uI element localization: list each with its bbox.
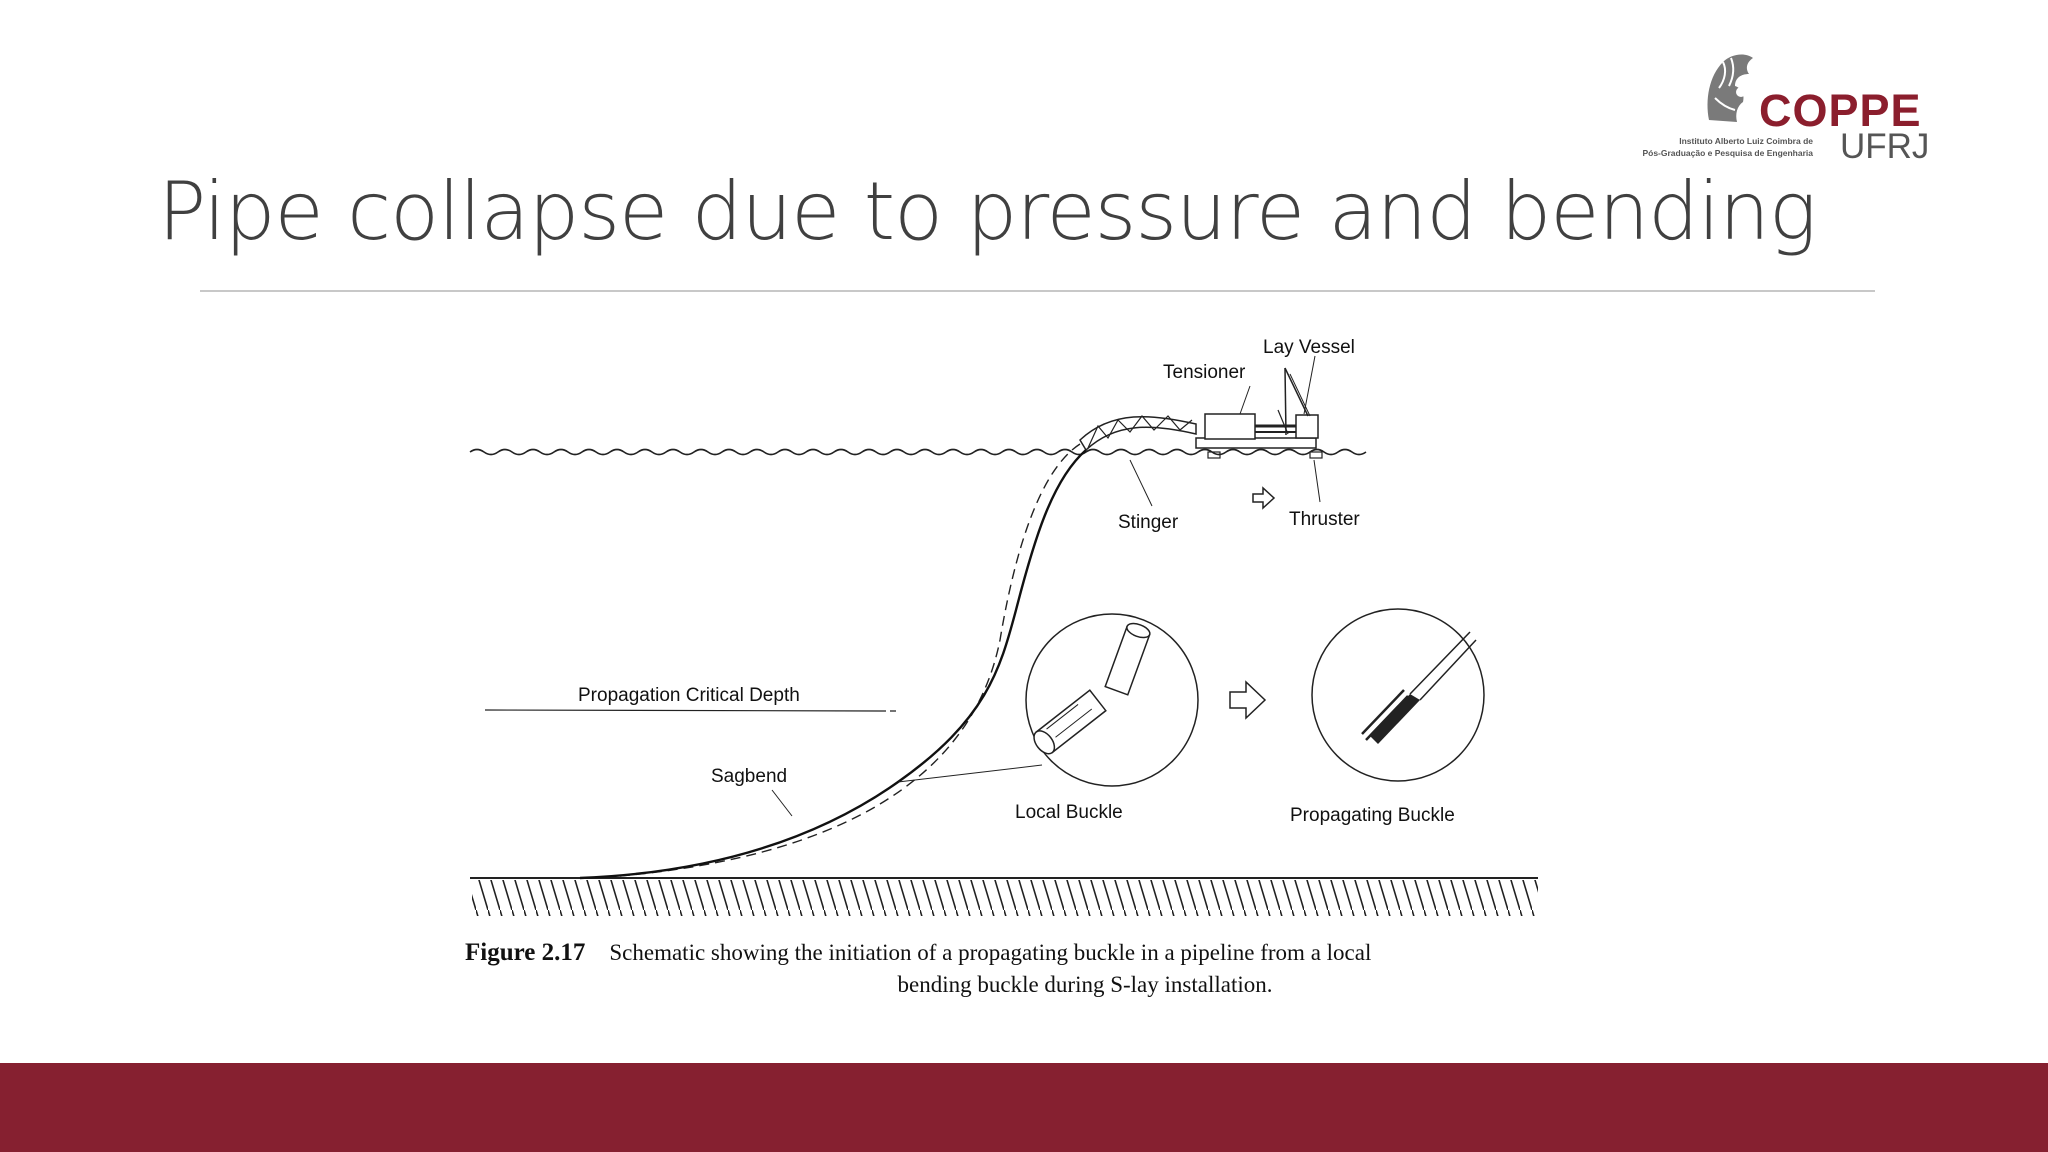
sagbend-leader [771, 789, 793, 817]
logo-wordmark: COPPE [1759, 85, 1922, 136]
logo-subtitle-line1: Instituto Alberto Luiz Coimbra de [1679, 136, 1813, 146]
direction-arrow-icon [1252, 486, 1276, 510]
water-surface [469, 448, 1367, 456]
stinger-trusses [1087, 415, 1193, 449]
logo-subtitle-line2: Pós-Graduação e Pesquisa de Engenharia [1642, 148, 1813, 158]
coppe-logo: COPPE Instituto Alberto Luiz Coimbra de … [1642, 48, 1929, 168]
label-propagating-buckle: Propagating Buckle [1290, 805, 1455, 826]
label-propagation-critical-depth: Propagation Critical Depth [578, 685, 800, 706]
label-lay-vessel: Lay Vessel [1263, 337, 1355, 358]
figure-caption: Figure 2.17 Schematic showing the initiat… [465, 940, 1545, 996]
label-sagbend: Sagbend [711, 766, 787, 787]
s-lay-diagram: Lay Vessel Tensioner Stinger Thruster Pr… [440, 310, 1580, 945]
label-thruster: Thruster [1289, 509, 1360, 530]
dashed-pipe-profile [619, 443, 1081, 877]
transition-arrow-icon [1229, 680, 1267, 720]
stinger-leader [1129, 459, 1153, 507]
thruster-leader [1313, 459, 1321, 503]
local-buckle-inset [1025, 613, 1199, 787]
caption-text-line1: Schematic showing the initiation of a pr… [609, 940, 1372, 965]
logo-university: UFRJ [1840, 127, 1930, 166]
local-buckle-leader [897, 764, 1043, 783]
slide-title: Pipe collapse due to pressure and bendin… [158, 165, 1817, 258]
label-tensioner: Tensioner [1163, 362, 1246, 383]
caption-text-line2: bending buckle during S-lay installation… [897, 972, 1273, 997]
footer-bar [0, 1063, 2048, 1152]
caption-label: Figure 2.17 [465, 939, 586, 966]
pipeline [579, 449, 1087, 880]
label-local-buckle: Local Buckle [1015, 802, 1123, 823]
title-divider [200, 290, 1875, 292]
seabed-hatching [472, 880, 1538, 916]
tensioner-leader [1239, 385, 1251, 415]
lay-vessel-leader [1303, 355, 1316, 415]
critical-depth-line [484, 709, 881, 712]
label-stinger: Stinger [1118, 512, 1179, 533]
athena-emblem-icon [1707, 54, 1753, 122]
propagating-buckle-inset [1311, 608, 1485, 782]
lay-vessel [1195, 367, 1323, 459]
